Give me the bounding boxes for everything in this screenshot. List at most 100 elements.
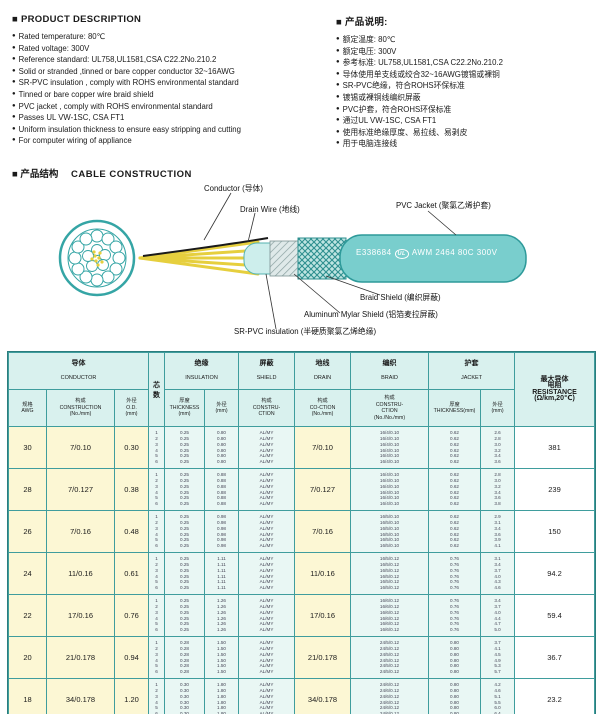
cell-line: 1.26 bbox=[217, 598, 226, 604]
cell-line: 24/6/0.12 bbox=[379, 682, 400, 688]
cell-line: 3.6 bbox=[494, 459, 501, 465]
description-item: ●SR-PVC绝缘，符合ROHS环保标准 bbox=[336, 80, 594, 92]
ul-mark-icon: UL bbox=[394, 249, 409, 259]
cell-line: 16/6/0.12 bbox=[379, 615, 400, 621]
cell-line: 16/5/0.10 bbox=[379, 543, 400, 549]
cell-line: 5 bbox=[155, 537, 158, 543]
cell-line: AL/MY bbox=[259, 711, 274, 714]
cell-line: 4.2 bbox=[494, 682, 501, 688]
cell-line: 0.25 bbox=[180, 447, 189, 453]
cell-line: 0.25 bbox=[180, 537, 189, 543]
bullet-icon: ● bbox=[336, 82, 340, 89]
cell-line: 6.0 bbox=[494, 705, 501, 711]
description-item-text: 使用标准绝缘厚度、易拉线、易剥皮 bbox=[342, 127, 468, 137]
cell-resistance: 239 bbox=[514, 468, 595, 511]
cell-line: 0.76 bbox=[450, 556, 459, 562]
cell-line: 0.80 bbox=[217, 447, 226, 453]
cell-line: 6 bbox=[155, 585, 158, 591]
cell-line: AL/MY bbox=[259, 430, 274, 436]
bullet-icon: ● bbox=[336, 105, 340, 112]
cell-line: AL/MY bbox=[259, 640, 274, 646]
cell-line: 0.80 bbox=[450, 663, 459, 669]
description-item: ●Tinned or bare copper wire braid shield bbox=[12, 89, 322, 101]
description-item: ●通过UL VW-1SC, CSA FT1 bbox=[336, 115, 594, 127]
cell-od: 1.20 bbox=[114, 678, 149, 714]
cell-od: 0.94 bbox=[114, 636, 149, 679]
cell-line: 3.1 bbox=[494, 519, 501, 525]
cell-line: 0.88 bbox=[217, 501, 226, 507]
cell-line: 0.25 bbox=[180, 531, 189, 537]
cell-line: 0.76 bbox=[450, 561, 459, 567]
cell-line: 0.25 bbox=[180, 483, 189, 489]
bullet-icon: ● bbox=[336, 128, 340, 135]
group-insulation-en: INSULATION bbox=[185, 375, 218, 381]
cell-line: 1.26 bbox=[217, 615, 226, 621]
cell-construction: 34/0.178 bbox=[46, 678, 115, 714]
cell-line: 3.6 bbox=[494, 495, 501, 501]
bullet-icon: ● bbox=[336, 117, 340, 124]
cell-line: 0.62 bbox=[450, 514, 459, 520]
cell-line: 2 bbox=[155, 519, 158, 525]
col-header-resistance: 最大导体 电阻 RESISTANCE (Ω/km,20℃) bbox=[514, 352, 595, 427]
cell-line: 0.28 bbox=[180, 651, 189, 657]
cell-line: AL/MY bbox=[259, 447, 274, 453]
cell-line: 0.80 bbox=[217, 441, 226, 447]
cell-line: 3.4 bbox=[494, 489, 501, 495]
cell-line: 0.76 bbox=[450, 579, 459, 585]
cell-line: 0.25 bbox=[180, 477, 189, 483]
cell-drain: 7/0.10 bbox=[294, 426, 352, 469]
cell-line: 1.80 bbox=[217, 693, 226, 699]
cell-line: 0.25 bbox=[180, 603, 189, 609]
cell-line: 0.76 bbox=[450, 585, 459, 591]
aluminum-mylar-layer bbox=[269, 240, 303, 277]
col-header-cores: 芯 数 bbox=[148, 352, 165, 427]
cell-line: 1.11 bbox=[217, 561, 226, 567]
cell-line: 6 bbox=[155, 501, 158, 507]
cell-line: 3.2 bbox=[494, 483, 501, 489]
cable-print-rating: AWM 2464 80C 300V bbox=[411, 248, 498, 257]
cell-line: AL/MY bbox=[259, 705, 274, 711]
cell-line: 6 bbox=[155, 627, 158, 633]
col-header-ins-od: 外径 (mm) bbox=[203, 389, 240, 427]
cell-line: 0.76 bbox=[450, 603, 459, 609]
cell-drain: 11/0.16 bbox=[294, 552, 352, 595]
cell-line: AL/MY bbox=[259, 519, 274, 525]
cell-line: 1 bbox=[155, 472, 158, 478]
cell-line: 5 bbox=[155, 663, 158, 669]
description-item-text: 额定电压: 300V bbox=[342, 46, 397, 56]
cell-line: AL/MY bbox=[259, 459, 274, 465]
cell-resistance: 36.7 bbox=[514, 636, 595, 679]
cell-line: 3.7 bbox=[494, 603, 501, 609]
cell-line: 4.1 bbox=[494, 543, 501, 549]
cell-line: 0.98 bbox=[217, 543, 226, 549]
cell-line: AL/MY bbox=[259, 567, 274, 573]
cell-line: AL/MY bbox=[259, 598, 274, 604]
cell-line: 3.1 bbox=[494, 556, 501, 562]
cell-line: AL/MY bbox=[259, 483, 274, 489]
cell-line: 2 bbox=[155, 435, 158, 441]
cell-line: 16/4/0.10 bbox=[379, 483, 400, 489]
cell-line: 0.62 bbox=[450, 501, 459, 507]
cell-line: 1.80 bbox=[217, 687, 226, 693]
cell-line: 4.5 bbox=[494, 651, 501, 657]
product-description-list: ●Rated temperature: 80℃●Rated voltage: 3… bbox=[12, 31, 322, 147]
cell-line: 4 bbox=[155, 657, 158, 663]
cell-line: 1.80 bbox=[217, 682, 226, 688]
bullet-icon: ● bbox=[12, 67, 16, 74]
description-item-text: For computer wiring of appliance bbox=[18, 136, 132, 146]
